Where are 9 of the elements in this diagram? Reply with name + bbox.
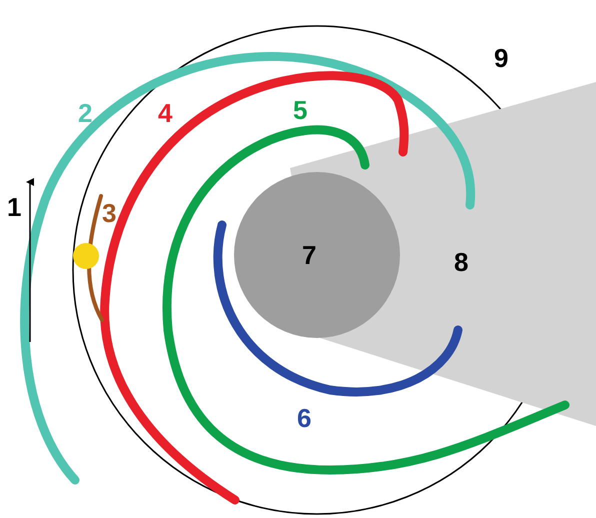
callout-number: 5 — [293, 97, 308, 123]
callout-number: 1 — [7, 194, 22, 220]
callout-number: 8 — [454, 249, 468, 275]
callout-number: 6 — [297, 405, 312, 431]
callout-number: 3 — [102, 200, 116, 226]
callout-number: 9 — [494, 45, 508, 71]
callout-number: 4 — [158, 100, 172, 126]
callout-number: 7 — [302, 242, 316, 268]
callout-number: 2 — [78, 100, 92, 126]
